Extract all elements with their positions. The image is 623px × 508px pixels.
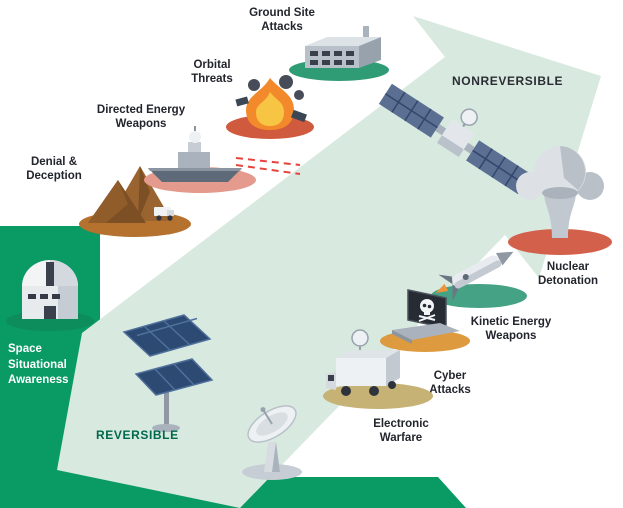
nonreversible-axis-label: NONREVERSIBLE — [452, 74, 564, 88]
reversible-axis-label: REVERSIBLE — [96, 428, 179, 442]
kinetic-energy-weapons-label: Kinetic Energy Weapons — [470, 316, 552, 343]
space-situational-awareness-label: Space Situational Awareness — [8, 343, 69, 387]
laser-beam-icon — [235, 157, 301, 175]
orbital-threats-icon — [226, 75, 314, 139]
observatory-icon — [6, 260, 94, 331]
ground-antenna-icon — [242, 405, 302, 480]
ground-site-attacks-icon — [289, 26, 389, 81]
directed-energy-weapons-label: Directed Energy Weapons — [96, 104, 186, 131]
satellite-icon — [378, 83, 532, 195]
cyber-attacks-icon — [380, 289, 470, 352]
electronic-warfare-icon — [323, 329, 433, 409]
cyber-attacks-label: Cyber Attacks — [429, 370, 471, 397]
solar-array-icon — [122, 314, 214, 432]
kinetic-energy-weapons-icon — [431, 251, 527, 308]
nuclear-detonation-label: Nuclear Detonation — [537, 261, 599, 288]
denial-deception-icon — [79, 166, 191, 237]
ground-site-attacks-label: Ground Site Attacks — [249, 7, 315, 34]
nuclear-detonation-icon — [508, 146, 612, 255]
denial-deception-label: Denial & Deception — [26, 156, 82, 183]
directed-energy-weapons-icon — [144, 126, 301, 193]
electronic-warfare-label: Electronic Warfare — [373, 418, 429, 445]
orbital-threats-label: Orbital Threats — [191, 59, 233, 86]
